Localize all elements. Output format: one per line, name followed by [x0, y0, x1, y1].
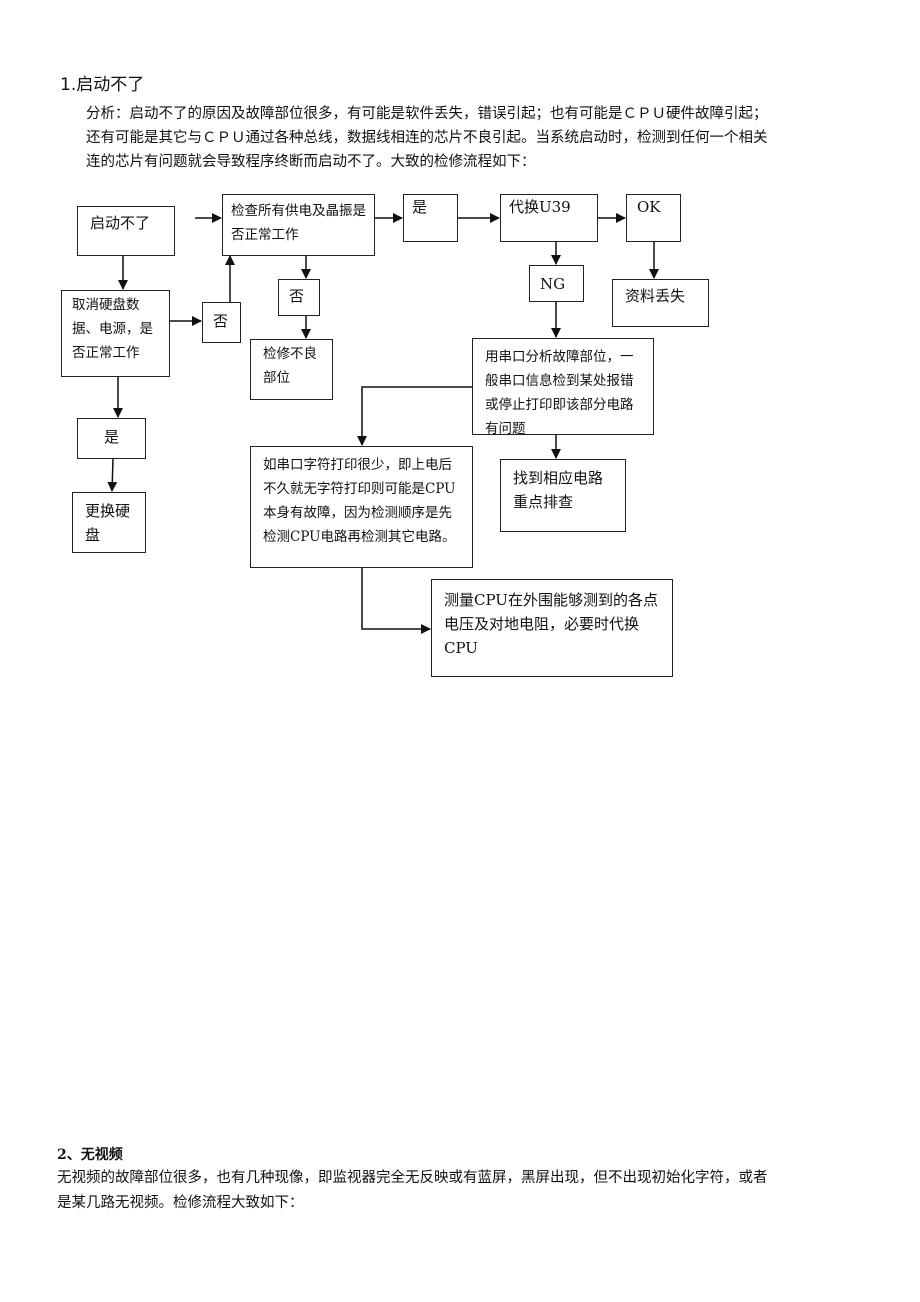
- box-find-circuit: 找到相应电路重点排查: [500, 459, 626, 532]
- box-cancel-hdd: 取消硬盘数据、电源，是否正常工作: [61, 290, 170, 377]
- box-measure-cpu: 测量CPU在外围能够测到的各点电压及对地电阻，必要时代换CPU: [431, 579, 673, 677]
- arrow-yes-to-replace: [107, 458, 118, 492]
- box-ng: NG: [529, 265, 584, 302]
- box-replace-hdd: 更换硬盘: [72, 492, 146, 553]
- paragraph-line: 是某几路无视频。检修流程大致如下：: [57, 1195, 304, 1211]
- box-replace-u39: 代换U39: [500, 194, 598, 242]
- section-2-title: 2、无视频: [57, 1147, 123, 1163]
- box-serial-analysis: 用串口分析故障部位，一般串口信息检到某处报错或停止打印即该部分电路有问题: [472, 338, 654, 437]
- box-start: 启动不了: [77, 206, 175, 256]
- box-yes-left: 是: [77, 418, 146, 459]
- arrow-few-to-measure: [361, 567, 431, 634]
- paragraph-line: 连的芯片有问题就会导致程序终断而启动不了。大致的检修流程如下：: [86, 154, 536, 170]
- box-no-check: 否: [278, 279, 320, 316]
- arrow-serial-to-few: [357, 386, 472, 446]
- paragraph-line: 还有可能是其它与ＣＰＵ通过各种总线，数据线相连的芯片不良引起。当系统启动时，检测…: [86, 130, 768, 146]
- box-ok: OK: [626, 194, 681, 242]
- section-2-paragraph: 无视频的故障部位很多，也有几种现像，即监视器完全无反映或有蓝屏，黑屏出现，但不出…: [57, 1166, 877, 1216]
- box-no-mid: 否: [202, 302, 241, 343]
- paragraph-line: 分析：启动不了的原因及故障部位很多，有可能是软件丢失，错误引起；也有可能是ＣＰＵ…: [86, 106, 768, 122]
- flowchart-connectors: [107, 213, 659, 634]
- paragraph-line: 无视频的故障部位很多，也有几种现像，即监视器完全无反映或有蓝屏，黑屏出现，但不出…: [57, 1170, 768, 1186]
- box-repair-bad: 检修不良部位: [250, 339, 333, 400]
- box-serial-few: 如串口字符打印很少，即上电后不久就无字符打印则可能是CPU本身有故障，因为检测顺…: [250, 446, 473, 568]
- section-1-title: 1.启动不了: [60, 75, 145, 95]
- box-check-power: 检查所有供电及晶振是否正常工作: [222, 194, 375, 256]
- box-yes-top: 是: [403, 194, 458, 242]
- box-data-lost: 资料丢失: [612, 279, 709, 327]
- section-1-paragraph: 分析：启动不了的原因及故障部位很多，有可能是软件丢失，错误引起；也有可能是ＣＰＵ…: [86, 102, 866, 174]
